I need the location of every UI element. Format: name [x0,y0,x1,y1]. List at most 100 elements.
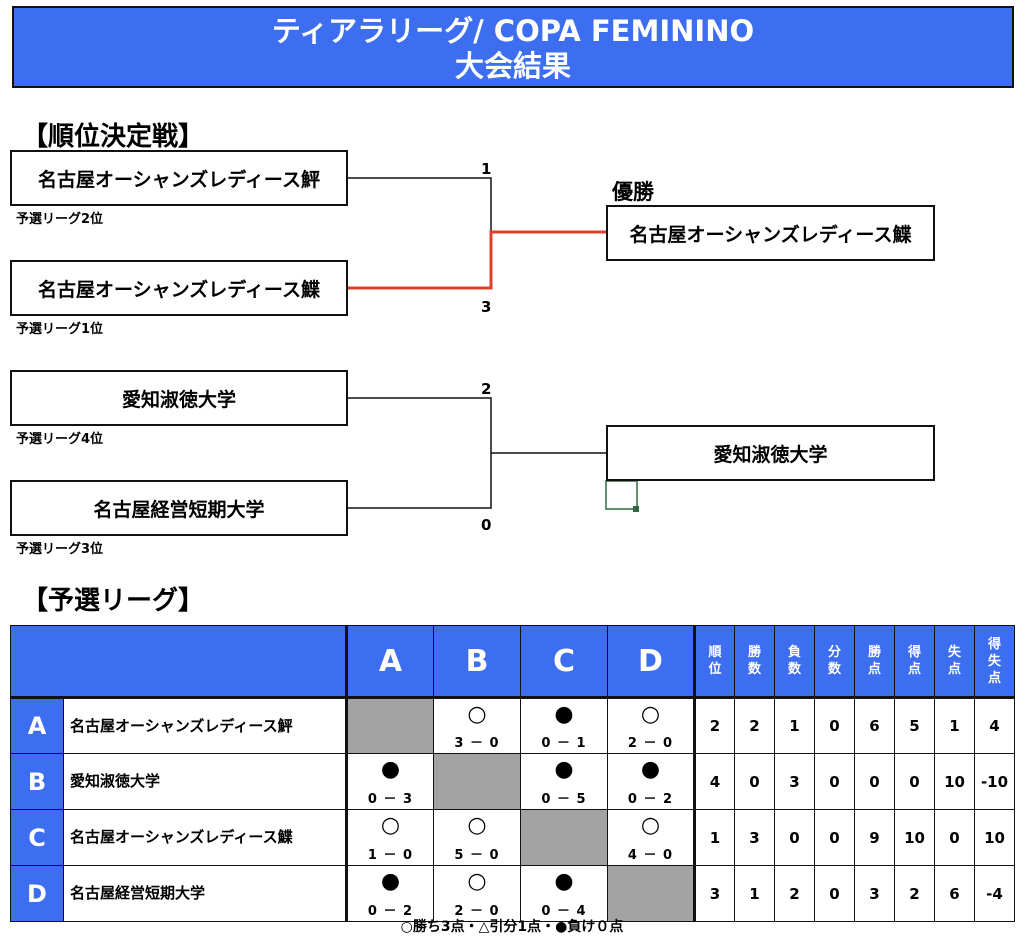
result-score: 2 － 0 [627,736,674,751]
cell-selection-handle [633,506,639,512]
table-corner [10,625,348,699]
row-header-letter: D [10,865,64,922]
result-score: 4 － 0 [627,848,674,863]
match-score: 2 [481,380,492,398]
match-score: 1 [481,160,492,178]
final-winner-box: 愛知淑徳大学 [606,425,935,481]
stat-header-draws: 分数 [814,625,855,699]
row-header-letter: C [10,809,64,866]
col-header-letter: A [346,625,434,699]
stat-points: 9 [854,809,895,866]
stat-goals-for: 5 [894,697,935,754]
bracket-lines [348,177,639,512]
semi-team-box: 名古屋オーシャンズレディース鮃 [10,150,348,206]
self-match-cell [346,697,434,754]
league-heading: 【予選リーグ】 [22,586,205,616]
stat-header-goal-diff: 得失点 [974,625,1015,699]
match-result-cell: ● 0 － 5 [520,753,608,810]
stat-rank: 1 [694,809,735,866]
title-banner: ティアラリーグ/ COPA FEMININO 大会結果 [12,6,1014,88]
result-score: 2 － 0 [454,904,500,919]
stat-goals-against: 1 [934,697,975,754]
self-match-cell [433,753,521,810]
match-result-cell: ● 0 － 2 [346,865,434,922]
match-result-cell: ○ 4 － 0 [607,809,696,866]
stat-goal-diff: 10 [974,809,1015,866]
team-name-cell: 名古屋オーシャンズレディース鮃 [63,697,348,754]
stat-rank: 2 [694,697,735,754]
stat-goals-against: 0 [934,809,975,866]
stat-rank: 3 [694,865,735,922]
stat-losses: 1 [774,697,815,754]
stat-header-goals-for: 得点 [894,625,935,699]
result-score: 1 － 0 [367,848,414,863]
result-mark: ● [554,757,574,782]
semi-rank-label: 予選リーグ4位 [16,432,104,447]
match-result-cell: ○3 － 0 [433,697,521,754]
champion-label: 優勝 [612,180,654,204]
result-mark: ○ [467,869,487,894]
stat-wins: 2 [734,697,775,754]
stat-goals-against: 6 [934,865,975,922]
stat-wins: 0 [734,753,775,810]
semi-team-box: 名古屋オーシャンズレディース鰈 [10,260,348,316]
stat-goals-for: 0 [894,753,935,810]
result-mark: ○ [467,813,487,838]
title-line1: ティアラリーグ/ COPA FEMININO [271,14,755,48]
stat-losses: 0 [774,809,815,866]
points-legend: ○勝ち3点・△引分1点・●負け０点 [400,919,624,935]
result-mark: ○ [380,813,401,838]
semi-rank-label: 予選リーグ1位 [16,322,104,337]
team-name-cell: 名古屋経営短期大学 [63,865,348,922]
team-name-cell: 愛知淑徳大学 [63,753,348,810]
match-result-cell: ● 0 － 1 [520,697,608,754]
result-mark: ● [554,702,574,727]
stat-points: 3 [854,865,895,922]
match-result-cell: ○ 2 － 0 [433,865,521,922]
title-line2: 大会結果 [454,49,571,83]
result-mark: ● [554,869,574,894]
match-result-cell: ○ 2 － 0 [607,697,696,754]
result-mark: ● [380,869,401,894]
match-result-cell: ○ 1 － 0 [346,809,434,866]
result-score: 0 － 2 [367,904,414,919]
result-score: 3 － 0 [454,736,500,751]
stat-goals-for: 2 [894,865,935,922]
result-score: 0 － 5 [541,792,587,807]
self-match-cell [607,865,696,922]
result-mark: ● [380,757,401,782]
stat-goal-diff: 4 [974,697,1015,754]
stat-draws: 0 [814,753,855,810]
semi-rank-label: 予選リーグ3位 [16,542,104,557]
row-header-letter: A [10,697,64,754]
stat-goals-for: 10 [894,809,935,866]
row-header-letter: B [10,753,64,810]
stat-goals-against: 10 [934,753,975,810]
winner-path [348,230,606,290]
stat-draws: 0 [814,697,855,754]
stat-points: 0 [854,753,895,810]
result-mark: ○ [640,702,661,727]
col-header-letter: D [607,625,696,699]
stat-wins: 1 [734,865,775,922]
result-score: 0 － 3 [367,792,414,807]
stat-losses: 3 [774,753,815,810]
result-score: 5 － 0 [454,848,500,863]
result-score: 0 － 4 [541,904,587,919]
stat-points: 6 [854,697,895,754]
match-result-cell: ● 0 － 3 [346,753,434,810]
self-match-cell [520,809,608,866]
semi-team-box: 名古屋経営短期大学 [10,480,348,536]
result-score: 0 － 2 [627,792,674,807]
result-score: 0 － 1 [541,736,587,751]
semi-team-box: 愛知淑徳大学 [10,370,348,426]
result-mark: ● [640,757,661,782]
stat-header-losses: 負数 [774,625,815,699]
match-score: 3 [481,298,492,316]
champion-box: 名古屋オーシャンズレディース鰈 [606,205,935,261]
result-mark: ○ [640,813,661,838]
